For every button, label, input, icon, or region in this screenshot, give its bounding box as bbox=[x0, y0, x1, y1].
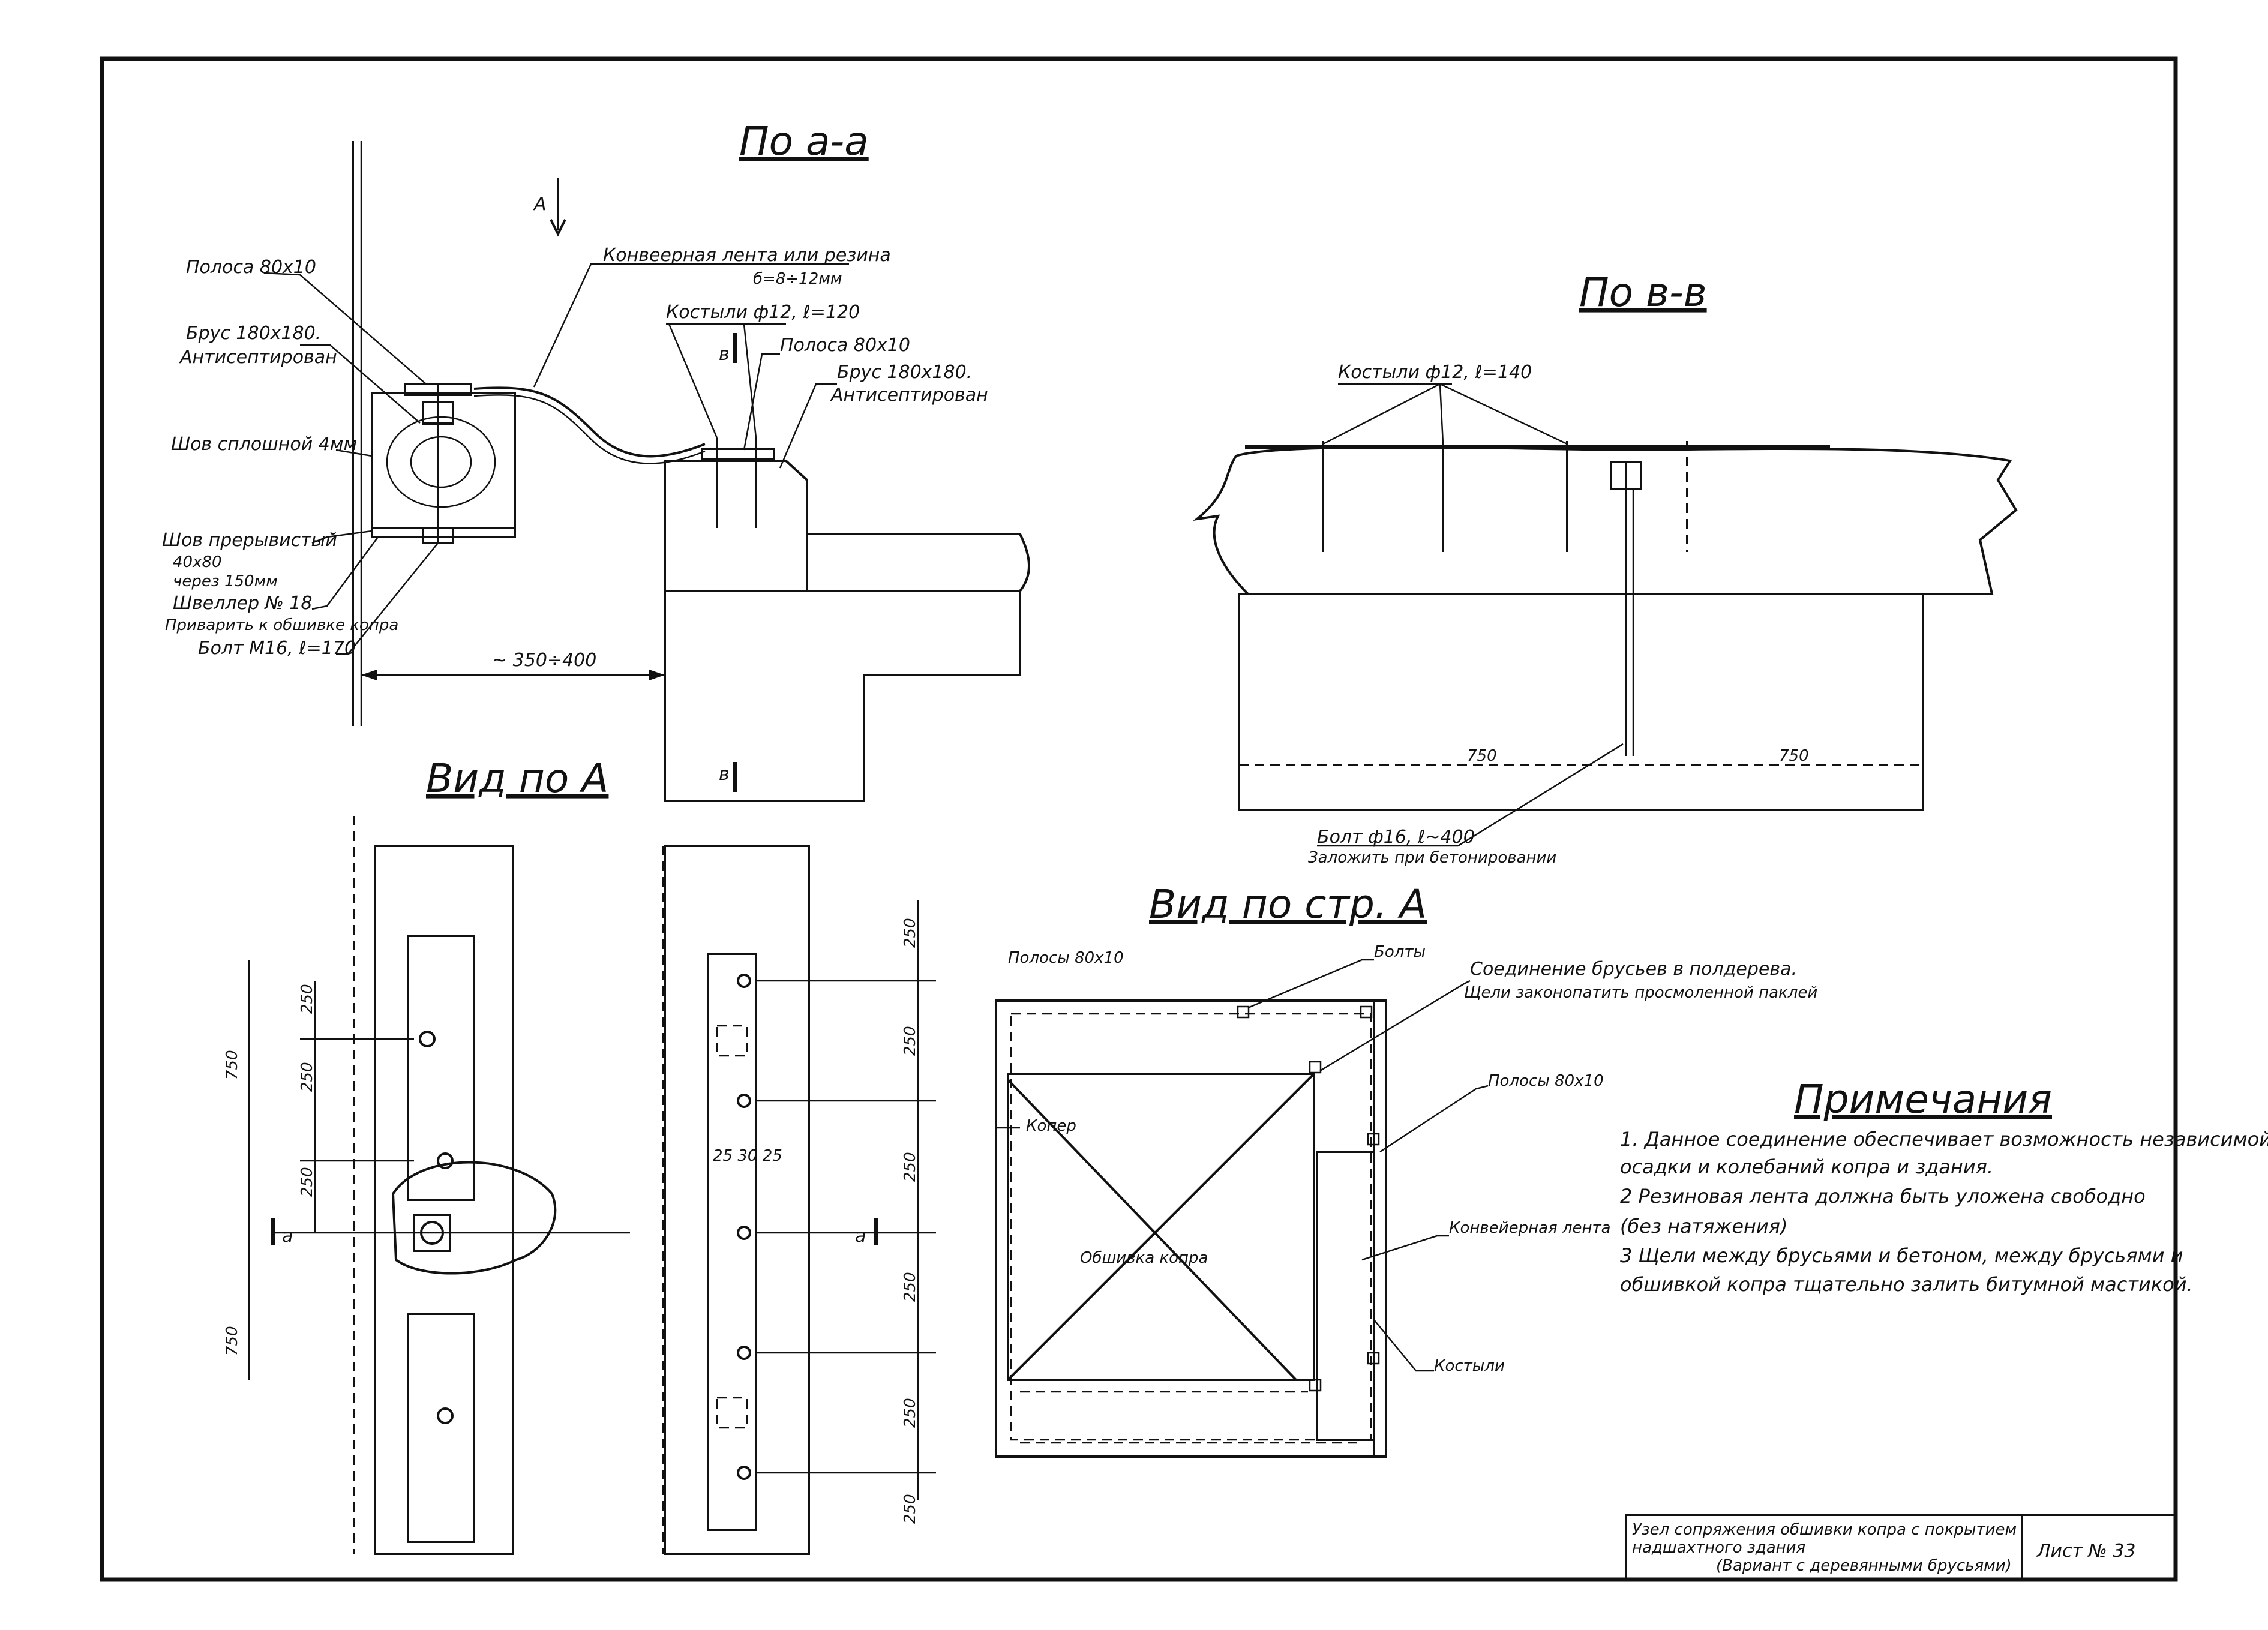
section-bb-title: По в-в bbox=[1579, 269, 1707, 316]
side-label-strip: Полосы 80х10 bbox=[1008, 949, 1124, 967]
label-bolt-f16: Болт ф16, ℓ~400 bbox=[1317, 827, 1475, 848]
note-line-1: 1. Данное соединение обеспечивает возмож… bbox=[1620, 1128, 2268, 1151]
label-channel: Швеллер № 18 bbox=[173, 593, 313, 614]
side-label-joint: Соединение брусьев в полдерева. bbox=[1470, 959, 1797, 980]
svg-text:Антисептирован: Антисептирован bbox=[830, 385, 988, 406]
svg-text:через 150мм: через 150мм bbox=[173, 572, 278, 590]
channel-18 bbox=[371, 527, 516, 538]
side-label-spikes: Костыли bbox=[1434, 1357, 1505, 1375]
svg-text:250: 250 bbox=[901, 1026, 919, 1056]
svg-text:в: в bbox=[719, 344, 730, 365]
svg-text:б=8÷12мм: б=8÷12мм bbox=[753, 270, 842, 288]
svg-text:250: 250 bbox=[901, 1398, 919, 1428]
svg-text:250: 250 bbox=[298, 1062, 316, 1092]
concrete-slab-aa bbox=[664, 590, 1021, 802]
side-frame-inner bbox=[1007, 1073, 1315, 1381]
note-line-4: (без натяжения) bbox=[1620, 1215, 1787, 1238]
view-a-right-strip bbox=[707, 953, 757, 1531]
svg-text:Щели законопатить просмоленной: Щели законопатить просмоленной паклей bbox=[1464, 984, 1817, 1002]
bb-dim-right: 750 bbox=[1779, 747, 1809, 765]
svg-text:Заложить при бетонировании: Заложить при бетонировании bbox=[1308, 849, 1556, 867]
section-aa: По а-а А в в bbox=[162, 118, 1030, 802]
side-label-sheathing: Обшивка копра bbox=[1080, 1249, 1208, 1267]
stamp-line-3: (Вариант с деревянными брусьями) bbox=[1716, 1557, 2012, 1575]
view-a-title: Вид по А bbox=[426, 755, 608, 802]
note-line-5: 3 Щели между брусьями и бетоном, между б… bbox=[1620, 1244, 2183, 1267]
view-a-left-strip-1 bbox=[407, 935, 475, 1201]
svg-text:250: 250 bbox=[298, 984, 316, 1014]
view-a-left-post bbox=[374, 845, 514, 1555]
view-a-left-strip-2 bbox=[407, 1313, 475, 1543]
section-bb: По в-в 750 750 Костыли ф12, ℓ=140 Болт ф… bbox=[1193, 269, 2018, 867]
svg-text:250: 250 bbox=[901, 1272, 919, 1302]
stamp-line-2: надшахтного здания bbox=[1632, 1539, 1805, 1557]
label-strip-right: Полоса 80х10 bbox=[780, 335, 910, 356]
label-beam-right: Брус 180х180. bbox=[837, 362, 972, 383]
note-line-6: обшивкой копра тщательно залить битумной… bbox=[1620, 1273, 2193, 1296]
svg-text:Приварить к обшивке копра: Приварить к обшивке копра bbox=[165, 616, 398, 634]
right-strip bbox=[701, 448, 775, 461]
bb-concrete bbox=[1238, 593, 1924, 811]
label-beam-left: Брус 180х180. bbox=[186, 323, 321, 344]
bb-dim-left: 750 bbox=[1467, 747, 1497, 765]
svg-text:40х80: 40х80 bbox=[173, 553, 222, 571]
bb-beam bbox=[1193, 446, 2018, 595]
label-belt: Конвеерная лента или резина bbox=[603, 245, 891, 266]
svg-text:250: 250 bbox=[901, 1494, 919, 1524]
view-a-right-post bbox=[664, 845, 810, 1555]
view-side-title: Вид по стр. А bbox=[1149, 881, 1427, 927]
side-diag bbox=[1007, 1073, 1315, 1381]
sheet-frame bbox=[100, 56, 2178, 1582]
side-frame-band bbox=[1010, 1013, 1372, 1441]
label-beam-left-sub: Антисептирован bbox=[179, 347, 337, 368]
side-label-strip-right: Полосы 80х10 bbox=[1488, 1072, 1604, 1090]
side-label-koper: Копер bbox=[1026, 1117, 1076, 1135]
svg-text:250: 250 bbox=[901, 1152, 919, 1182]
cut-mark-a-right: а bbox=[855, 1226, 866, 1247]
label-spikes-aa: Костыли ф12, ℓ=120 bbox=[666, 302, 860, 323]
dim-750-top: 750 bbox=[223, 1050, 241, 1080]
section-aa-title: По а-а bbox=[739, 118, 869, 164]
right-beam bbox=[664, 460, 808, 592]
side-label-belt: Конвейерная лента bbox=[1449, 1219, 1611, 1237]
left-beam bbox=[371, 392, 516, 529]
view-a: Вид по А а 250 250 250 750 750 bbox=[223, 755, 936, 1555]
view-a-splice bbox=[391, 1161, 557, 1275]
stamp-sheet-number: Лист № 33 bbox=[2036, 1541, 2135, 1562]
title-stamp: Узел сопряжения обшивки копра с покрытие… bbox=[1625, 1514, 2177, 1581]
label-weld-intermittent: Шов прерывистый bbox=[162, 530, 337, 551]
side-label-bolts: Болты bbox=[1374, 943, 1426, 961]
notes-block: Примечания 1. Данное соединение обеспечи… bbox=[1620, 1076, 2268, 1296]
view-side-a: Вид по стр. А Полосы 80х10 Болты Соедине… bbox=[995, 881, 1817, 1458]
view-arrow-a-label: А bbox=[533, 194, 547, 215]
conveyor-belt bbox=[473, 386, 706, 458]
notes-title: Примечания bbox=[1794, 1076, 2052, 1122]
svg-text:в: в bbox=[719, 764, 730, 785]
roof-insulation bbox=[806, 533, 1030, 592]
label-spikes-bb: Костыли ф12, ℓ=140 bbox=[1338, 362, 1532, 383]
label-weld-continuous: Шов сплошной 4мм bbox=[171, 434, 357, 455]
stamp-line-1: Узел сопряжения обшивки копра с покрытие… bbox=[1632, 1521, 2017, 1539]
dim-750-bottom: 750 bbox=[223, 1326, 241, 1356]
note-line-2: осадки и колебаний копра и здания. bbox=[1620, 1155, 1993, 1178]
label-bolt-m16: Болт М16, ℓ=170 bbox=[198, 638, 356, 659]
svg-text:250: 250 bbox=[298, 1167, 316, 1197]
side-frame-outer bbox=[995, 999, 1387, 1458]
note-line-3: 2 Резиновая лента должна быть уложена св… bbox=[1620, 1185, 2146, 1208]
cut-mark-a-left: а bbox=[282, 1226, 293, 1247]
svg-text:250: 250 bbox=[901, 918, 919, 948]
dim-25-30-25: 25 30 25 bbox=[713, 1147, 782, 1165]
dim-350-400: ~ 350÷400 bbox=[492, 650, 596, 671]
